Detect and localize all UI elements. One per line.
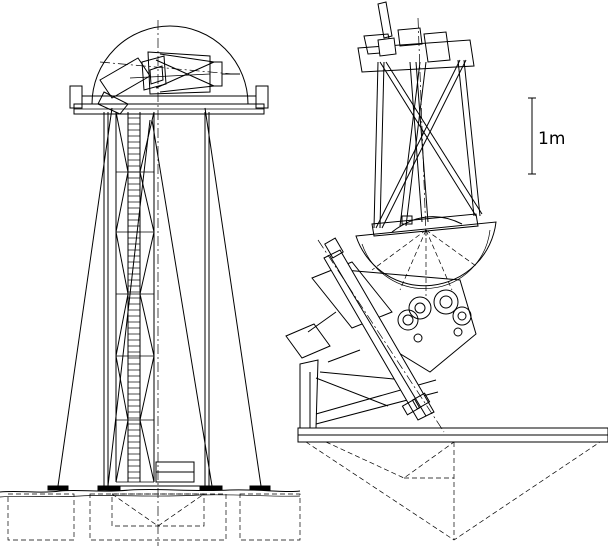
foundations — [8, 494, 300, 540]
base-plates — [48, 486, 270, 490]
tower-elevation-view — [0, 20, 300, 546]
lattice-mast — [116, 112, 154, 482]
staircase — [128, 118, 140, 478]
polar-axis — [318, 238, 444, 432]
scale-label: 1m — [538, 129, 565, 149]
tower-columns — [98, 112, 222, 486]
dome — [92, 26, 248, 104]
drive-gears — [398, 290, 471, 342]
ground-line-lower — [0, 495, 300, 497]
telescope-side-view — [286, 2, 608, 540]
guy-lines — [58, 108, 261, 486]
top-ring — [358, 2, 474, 72]
serrurier-truss — [374, 60, 482, 228]
pyramid-foundation — [306, 442, 600, 540]
cradle-rays — [372, 230, 476, 296]
dome-telescope — [98, 52, 240, 114]
optical-axis — [418, 18, 426, 236]
scale-bar: 1m — [528, 98, 565, 174]
